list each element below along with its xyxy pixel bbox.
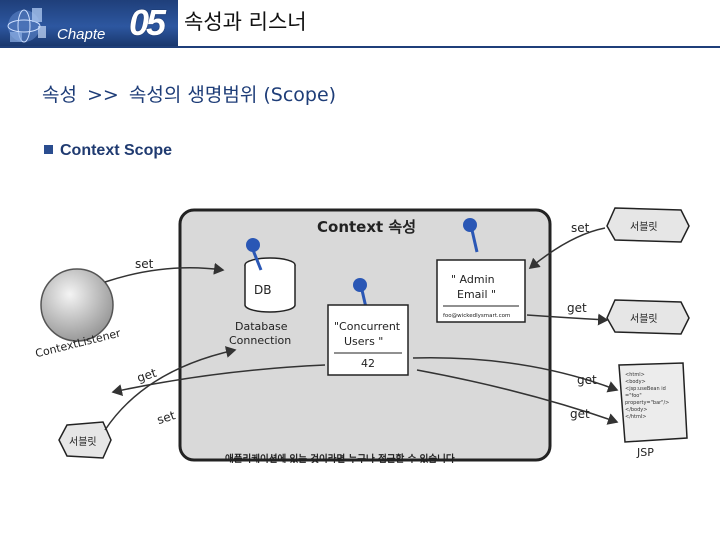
arrow-label-set: set [571,221,590,235]
bullet-text: Context Scope [60,142,173,159]
subtitle-main: 속성 [42,84,77,106]
jsp-page-icon [618,362,688,443]
jsp-code-block: <html> <body> <jsp:useBean id ="foo" pro… [625,372,669,420]
servlet-label-bottom: 서블릿 [69,436,97,448]
users-line-2: Users " [344,335,383,348]
arrow-label-get: get [567,301,587,315]
jsp-code-line: ="foo" [625,393,642,399]
admin-line-2: Email " [457,288,496,301]
context-listener-icon [40,268,114,342]
slide-header: Chapte 05 속성과 리스너 [0,0,720,48]
chapter-label: Chapte [57,26,106,43]
push-pin-icon [463,218,479,253]
section-subtitle: 속성 >> 속성의 생명범위 (Scope) [42,80,336,107]
jsp-code-line: </body> [625,407,647,413]
jsp-code-line: <body> [625,379,646,385]
arrow-label-set: set [155,408,177,427]
jsp-code-line: </html> [625,414,646,420]
servlet-icon [58,421,112,459]
jsp-label: JSP [636,446,654,459]
context-scope-diagram: Context 속성 DB Database Connection "Concu… [25,190,695,482]
header-underline [0,46,720,48]
database-cylinder-icon: DB [244,257,296,313]
arrow-label-get: get [570,407,590,421]
header-title-panel: 속성과 리스너 [178,0,720,46]
subtitle-detail: 속성의 생명범위 (Scope) [128,84,337,106]
db-label: DB [254,283,271,297]
arrow-label-get: get [135,366,158,385]
diagram-caption: 애플리케이션에 있는 것이라면 누구나 접근할 수 있습니다 [225,453,455,465]
admin-value: foo@wickedlysmart.com [443,313,510,319]
users-line-1: "Concurrent [334,320,401,333]
header-dark-panel: Chapte 05 [0,0,178,48]
arrow-label-get: get [577,373,597,387]
push-pin-icon [246,238,263,271]
jsp-code-line: <html> [625,372,645,378]
chapter-number: 05 [129,2,166,43]
users-value: 42 [361,357,375,370]
admin-email-card [436,259,526,323]
header-title: 속성과 리스너 [184,10,307,34]
admin-line-1: " Admin [451,273,495,286]
db-caption-line-2: Connection [229,334,291,347]
arrow-label-set: set [135,257,154,271]
context-box-title: Context 속성 [317,218,416,236]
square-bullet-icon [44,145,53,154]
bullet-item: Context Scope [44,142,172,160]
servlet-icon [606,207,690,243]
servlet-label-top: 서블릿 [630,221,658,233]
servlet-label-middle: 서블릿 [630,313,658,325]
concurrent-users-card [327,304,409,376]
jsp-code-line: property="bar"/> [625,400,669,406]
jsp-code-line: <jsp:useBean id [625,386,666,392]
db-caption-line-1: Database [235,320,288,333]
globe-logo-icon [7,8,46,43]
subtitle-separator: >> [87,84,119,106]
